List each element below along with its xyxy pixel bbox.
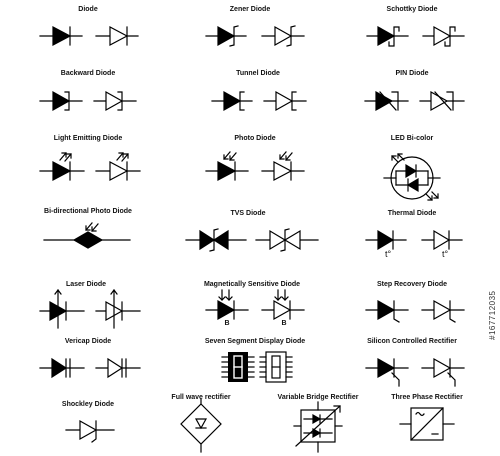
label-backward: Backward Diode [60, 70, 116, 77]
led-bicolor-symbol [383, 153, 441, 201]
magnetic-b-outline: B [281, 320, 287, 327]
backward-filled-symbol [39, 90, 83, 112]
label-zener: Zener Diode [229, 6, 271, 13]
laser-filled-symbol [39, 289, 85, 329]
bridge-symbol [293, 401, 343, 453]
label-seven-segment: Seven Segment Display Diode [204, 338, 306, 345]
label-bridge: Variable Bridge Rectifier [277, 394, 359, 401]
magnetic-filled-symbol [205, 289, 249, 321]
pin-filled-symbol [364, 90, 409, 112]
label-led: Light Emitting Diode [53, 135, 123, 142]
thermal-outline-symbol [421, 229, 463, 251]
photo-outline-symbol [261, 151, 305, 181]
label-photo: Photo Diode [234, 135, 276, 142]
magnetic-b-filled: B [224, 320, 230, 327]
thermal-filled-symbol [365, 229, 407, 251]
seven-segment-outline-symbol [259, 351, 293, 383]
label-full-wave: Full wave rectifier [171, 394, 231, 401]
three-phase-symbol [399, 407, 455, 441]
led-outline-symbol [95, 152, 141, 181]
vericap-filled-symbol [39, 357, 85, 379]
thermal-t-outline: t° [441, 249, 449, 259]
seven-segment-filled-symbol [221, 352, 255, 382]
label-three-phase: Three Phase Rectifier [391, 394, 463, 401]
led-filled-symbol [39, 152, 85, 181]
laser-outline-symbol [95, 289, 141, 329]
photo-filled-symbol [205, 151, 249, 181]
label-bidir-photo: Bi-directional Photo Diode [44, 208, 132, 215]
label-tunnel: Tunnel Diode [236, 70, 280, 77]
label-thermal: Thermal Diode [387, 210, 437, 217]
label-step-recovery: Step Recovery Diode [376, 281, 448, 288]
shockley-symbol [65, 419, 115, 443]
pin-outline-symbol [419, 90, 465, 112]
tunnel-outline-symbol [263, 90, 307, 112]
scr-outline-symbol [421, 357, 465, 387]
label-tvs: TVS Diode [230, 210, 266, 217]
label-schottky: Schottky Diode [386, 6, 438, 13]
diode-outline-symbol [95, 26, 139, 46]
label-magnetic: Magnetically Sensitive Diode [203, 281, 301, 288]
zener-outline-symbol [261, 25, 305, 47]
label-pin: PIN Diode [395, 70, 429, 77]
label-shockley: Shockley Diode [61, 401, 115, 408]
scr-filled-symbol [365, 357, 409, 387]
full-wave-symbol [180, 398, 222, 453]
step-recovery-filled-symbol [365, 299, 409, 323]
label-scr: Silicon Controlled Rectifier [367, 338, 457, 345]
schottky-filled-symbol [366, 25, 409, 47]
tvs-outline-symbol [255, 228, 319, 252]
label-vericap: Vericap Diode [64, 338, 112, 345]
diode-filled-symbol [39, 26, 83, 46]
zener-filled-symbol [205, 25, 247, 47]
label-led-bicolor: LED Bi-color [390, 135, 434, 142]
thermal-t-filled: t° [384, 249, 392, 259]
magnetic-outline-symbol [261, 289, 305, 321]
step-recovery-outline-symbol [421, 299, 465, 323]
schottky-outline-symbol [422, 25, 465, 47]
label-laser: Laser Diode [65, 281, 107, 288]
vericap-outline-symbol [95, 357, 141, 379]
backward-outline-symbol [93, 90, 137, 112]
label-diode: Diode [78, 6, 98, 13]
tunnel-filled-symbol [211, 90, 253, 112]
bidir-photo-symbol [43, 222, 131, 249]
tvs-filled-symbol [185, 228, 247, 252]
